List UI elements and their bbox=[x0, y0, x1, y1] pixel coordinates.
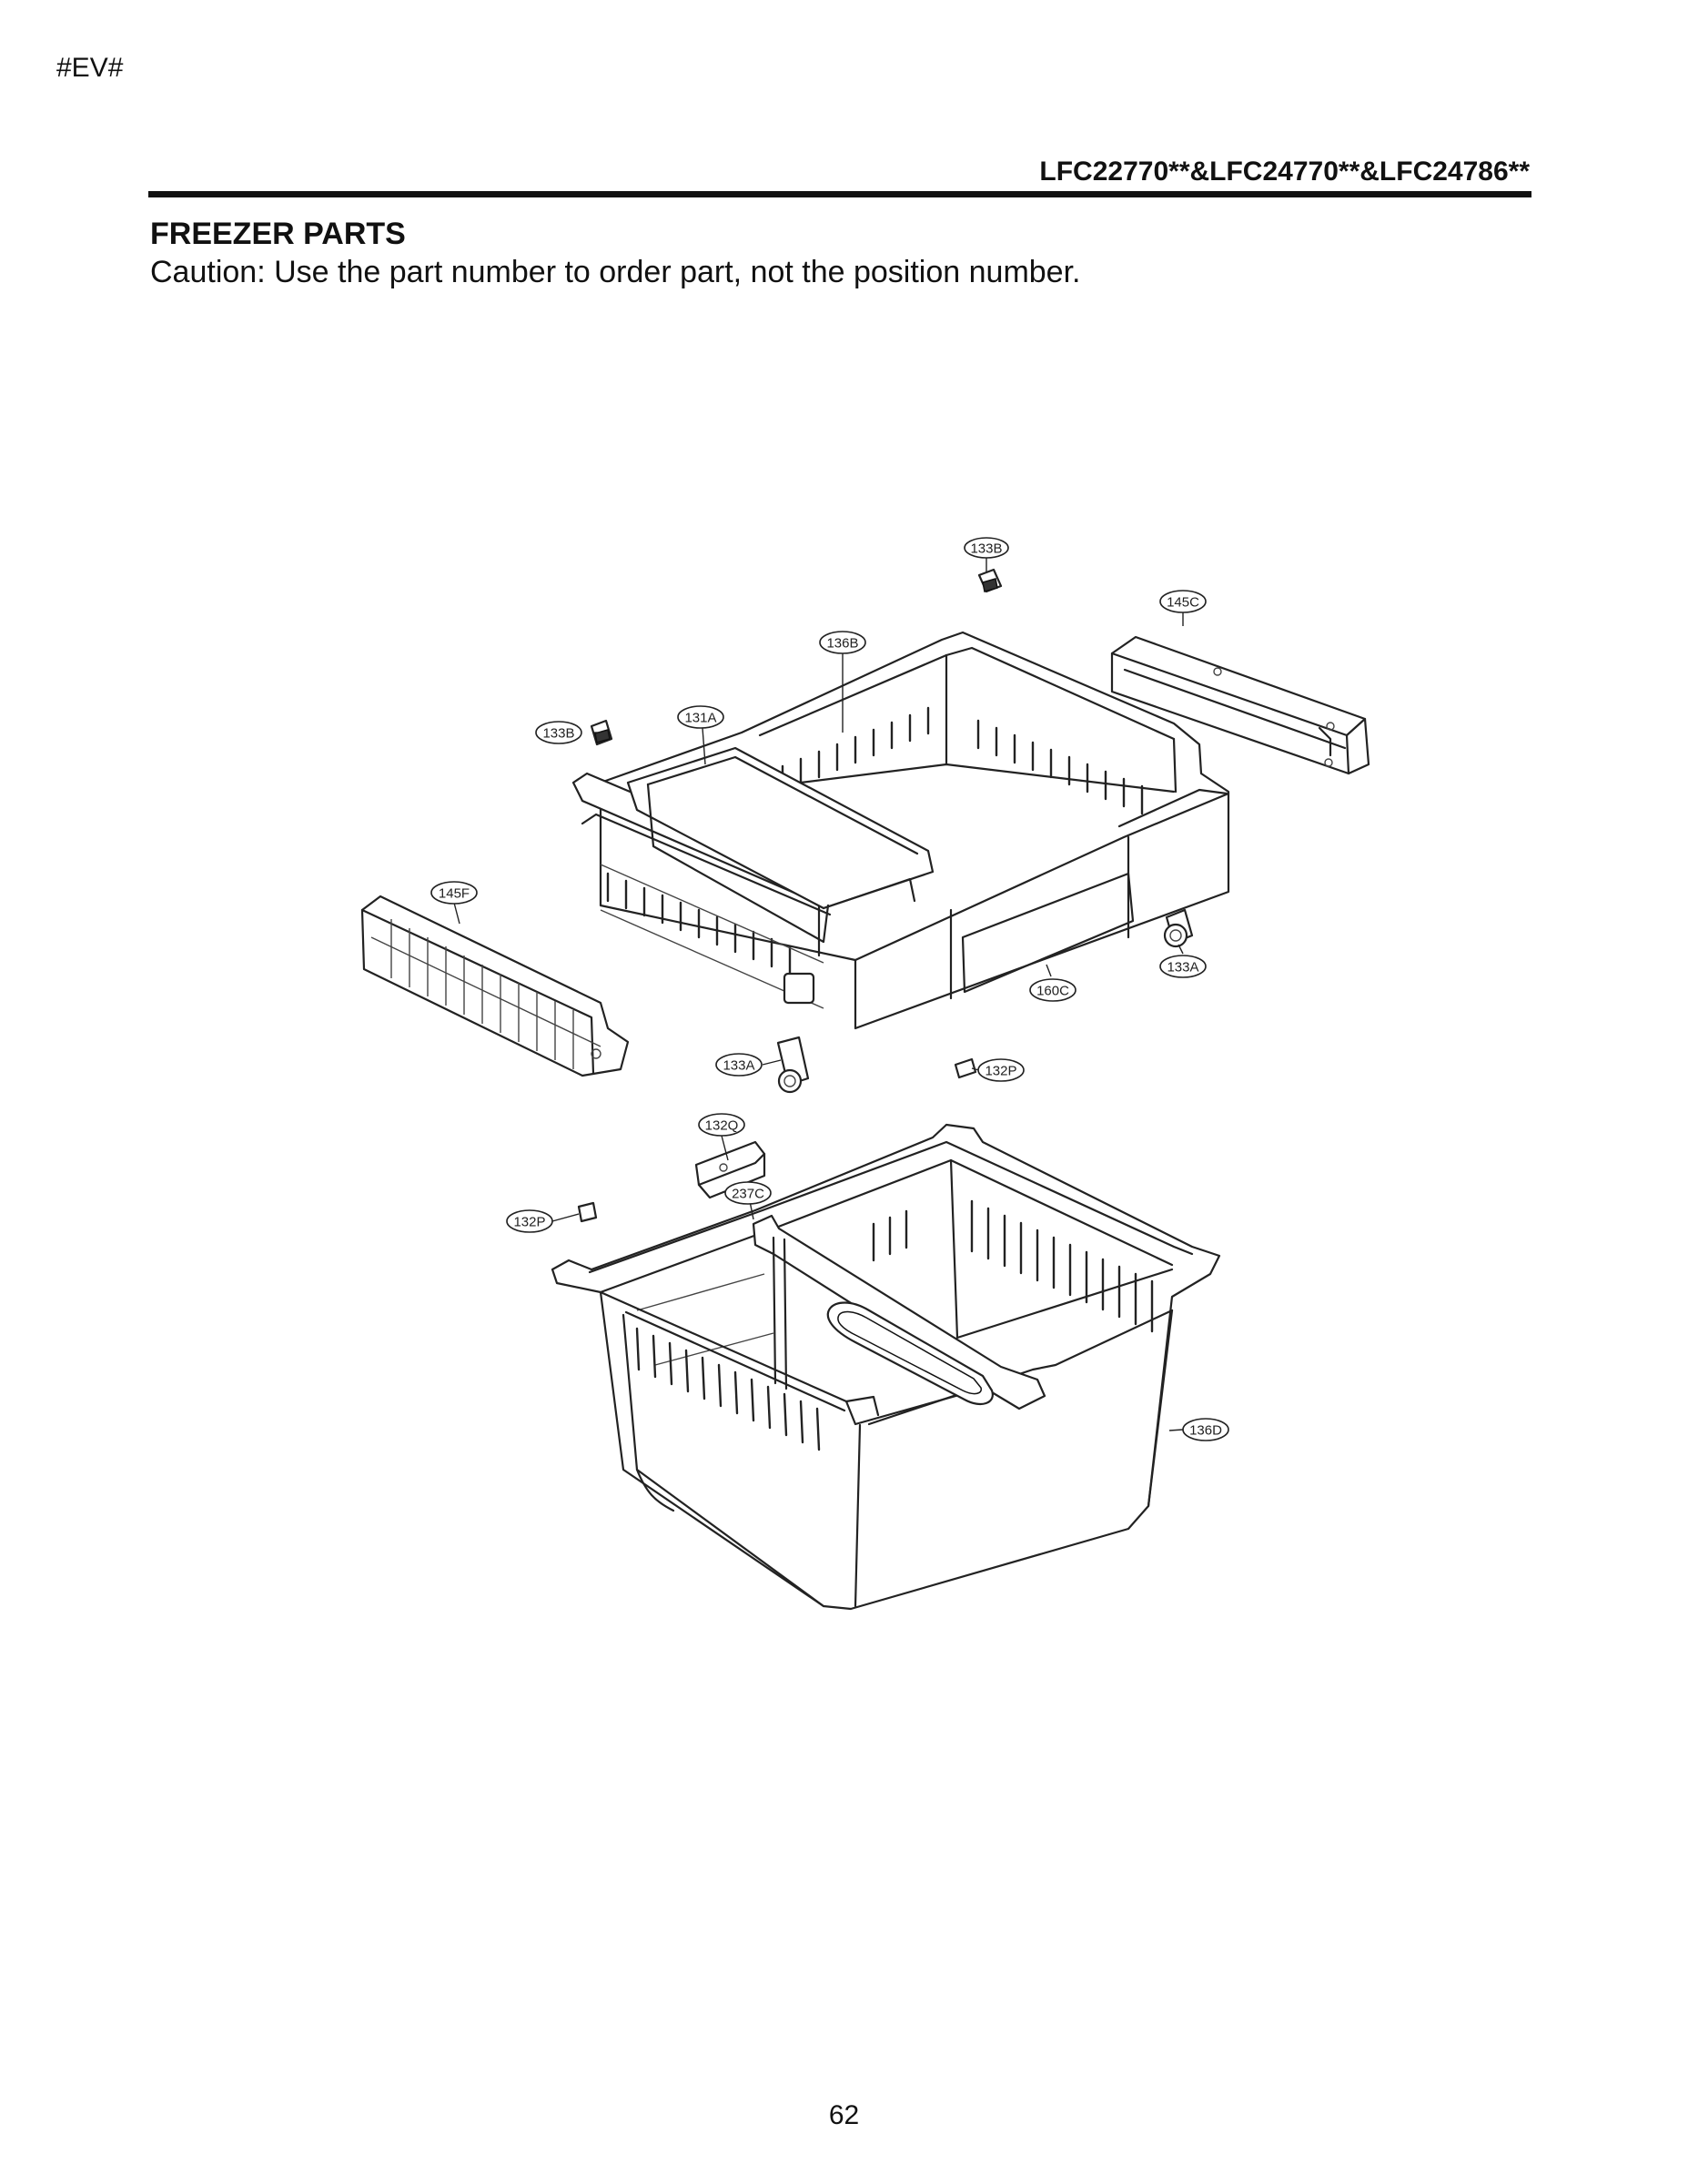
page-number: 62 bbox=[828, 2100, 860, 2130]
svg-text:145F: 145F bbox=[439, 886, 470, 902]
svg-text:133B: 133B bbox=[970, 541, 1002, 557]
part-rail-145f bbox=[360, 895, 630, 1077]
callout-237c: 237C bbox=[724, 1181, 772, 1205]
svg-text:136D: 136D bbox=[1189, 1423, 1222, 1439]
callout-145f: 145F bbox=[430, 881, 478, 905]
callout-133a-right: 133A bbox=[1159, 955, 1207, 978]
svg-text:133A: 133A bbox=[723, 1058, 754, 1074]
svg-text:132P: 132P bbox=[985, 1064, 1016, 1079]
model-numbers: LFC22770**&LFC24770**&LFC24786** bbox=[1039, 157, 1530, 187]
corner-tag: #EV# bbox=[56, 53, 124, 83]
part-caster-133a-right bbox=[1163, 908, 1194, 948]
callout-132q: 132Q bbox=[698, 1113, 745, 1137]
part-basket-136b bbox=[571, 631, 1230, 1030]
callout-160c: 160C bbox=[1029, 978, 1076, 1002]
part-tray-131a bbox=[626, 746, 935, 944]
svg-text:133B: 133B bbox=[542, 726, 574, 742]
part-caster-133a-left bbox=[776, 1036, 810, 1094]
header-rule bbox=[148, 191, 1531, 197]
svg-text:145C: 145C bbox=[1167, 595, 1199, 611]
part-bracket-132q bbox=[694, 1140, 766, 1199]
callout-133a-left: 133A bbox=[715, 1053, 763, 1077]
callout-133b-left: 133B bbox=[535, 721, 582, 744]
svg-text:132Q: 132Q bbox=[705, 1118, 739, 1134]
svg-text:237C: 237C bbox=[732, 1187, 764, 1202]
callout-131a: 131A bbox=[677, 705, 724, 729]
svg-text:136B: 136B bbox=[826, 636, 858, 652]
section-title: FREEZER PARTS bbox=[150, 217, 406, 251]
part-clip-133b-top bbox=[977, 568, 1003, 593]
part-pad-132p-left bbox=[577, 1201, 598, 1223]
part-basket-136d bbox=[551, 1123, 1221, 1611]
part-rail-145c bbox=[1110, 635, 1370, 775]
callout-145c: 145C bbox=[1159, 590, 1207, 613]
svg-text:132P: 132P bbox=[513, 1215, 545, 1230]
callout-132p-left: 132P bbox=[506, 1209, 553, 1233]
svg-text:133A: 133A bbox=[1167, 960, 1198, 976]
svg-text:131A: 131A bbox=[684, 711, 716, 726]
svg-text:160C: 160C bbox=[1036, 984, 1069, 999]
callout-133b-top: 133B bbox=[964, 537, 1009, 559]
caution-note: Caution: Use the part number to order pa… bbox=[150, 255, 1081, 289]
callout-132p-right: 132P bbox=[977, 1058, 1025, 1082]
callout-136b: 136B bbox=[819, 631, 866, 654]
part-pad-132p-right bbox=[954, 1057, 977, 1079]
callout-136d: 136D bbox=[1182, 1418, 1229, 1441]
